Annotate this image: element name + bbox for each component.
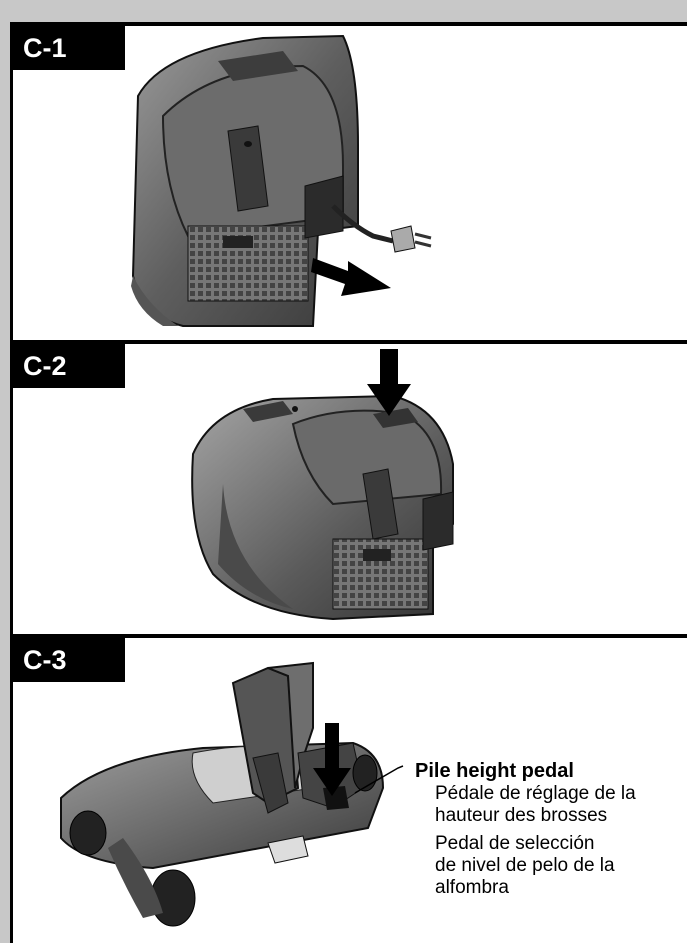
caption-spanish-line1: Pedal de selección (435, 833, 595, 854)
caption-spanish-line2: de nivel de pelo de la (435, 855, 615, 876)
caption-title: Pile height pedal (415, 760, 574, 782)
panel-label-c2: C-2 (13, 344, 125, 388)
power-nozzle-pedal-illustration (60, 661, 404, 927)
vacuum-press-button-illustration (191, 349, 454, 621)
vacuum-unplug-illustration (131, 34, 432, 327)
caption-french-line2: hauteur des brosses (435, 805, 608, 826)
panel-label-c1: C-1 (13, 26, 125, 70)
panel-c3: C-3 Pile height pedal Pédale de réglage … (13, 634, 687, 943)
panel-c2: C-2 (13, 340, 687, 638)
caption-spanish-line3: alfombra (435, 877, 509, 898)
pile-height-pedal-caption: Pile height pedal Pédale de réglage de l… (415, 760, 636, 899)
panel-c1: C-1 (13, 22, 687, 344)
caption-french-line1: Pédale de réglage de la (435, 783, 636, 804)
panel-label-c3: C-3 (13, 638, 125, 682)
